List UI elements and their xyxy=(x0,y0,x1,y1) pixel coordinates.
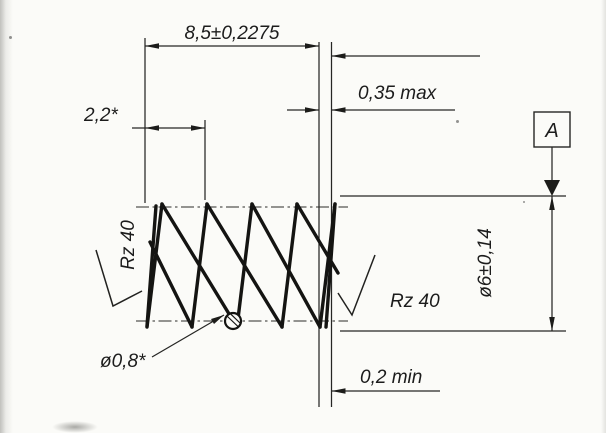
arrow-wire-leader xyxy=(211,315,224,324)
centerlines xyxy=(136,206,348,322)
arrow-end-aux xyxy=(331,53,346,59)
arrow-gap-max-left xyxy=(305,107,319,113)
scan-speck xyxy=(523,201,525,203)
coil-back-1 xyxy=(160,202,239,329)
roughness-right-label: Rz 40 xyxy=(390,291,440,312)
outer-diameter-label: ø6±0,14 xyxy=(475,228,496,298)
arrow-pitch-left xyxy=(145,125,159,131)
arrow-od-top xyxy=(549,196,555,210)
roughness-left-label: Rz 40 xyxy=(118,220,139,270)
scan-speck xyxy=(9,36,12,39)
free-length-label: 8,5±0,2275 xyxy=(185,23,280,44)
end-gap-max-label: 0,35 max xyxy=(358,83,438,104)
arrow-pitch-right xyxy=(191,125,205,131)
end-gap-min-label: 0,2 min xyxy=(360,367,422,388)
arrowheads xyxy=(145,43,560,394)
arrow-free-length-left xyxy=(145,43,159,49)
roughness-symbol-left xyxy=(95,249,143,308)
coil-back-3 xyxy=(250,202,322,329)
scan-speck xyxy=(456,120,459,123)
arrow-gap-min xyxy=(331,388,346,394)
coil-front-4 xyxy=(280,202,299,329)
coil-back-0 xyxy=(148,240,194,329)
dimension-lines xyxy=(132,38,566,407)
datum-label: A xyxy=(544,120,558,142)
leader-wire-diameter xyxy=(151,314,225,358)
spring-coils xyxy=(145,202,340,329)
coil-front-1 xyxy=(145,202,164,329)
arrow-gap-max-right xyxy=(331,107,346,113)
datum-triangle xyxy=(544,180,560,196)
coil-back-2 xyxy=(205,202,284,329)
roughness-symbols xyxy=(95,249,376,317)
coil-right-end-face xyxy=(324,202,337,329)
wire-hatch-1 xyxy=(227,316,239,328)
roughness-symbol-right xyxy=(337,254,376,317)
arrow-od-bottom xyxy=(549,317,555,331)
arrow-free-length-right xyxy=(305,43,319,49)
wire-cross-section xyxy=(223,311,243,331)
datum-frame xyxy=(533,111,571,148)
wire-hatch-2 xyxy=(230,313,241,324)
pitch-label: 2,2* xyxy=(83,105,118,126)
wire-diameter-label: ø0,8* xyxy=(100,351,146,372)
